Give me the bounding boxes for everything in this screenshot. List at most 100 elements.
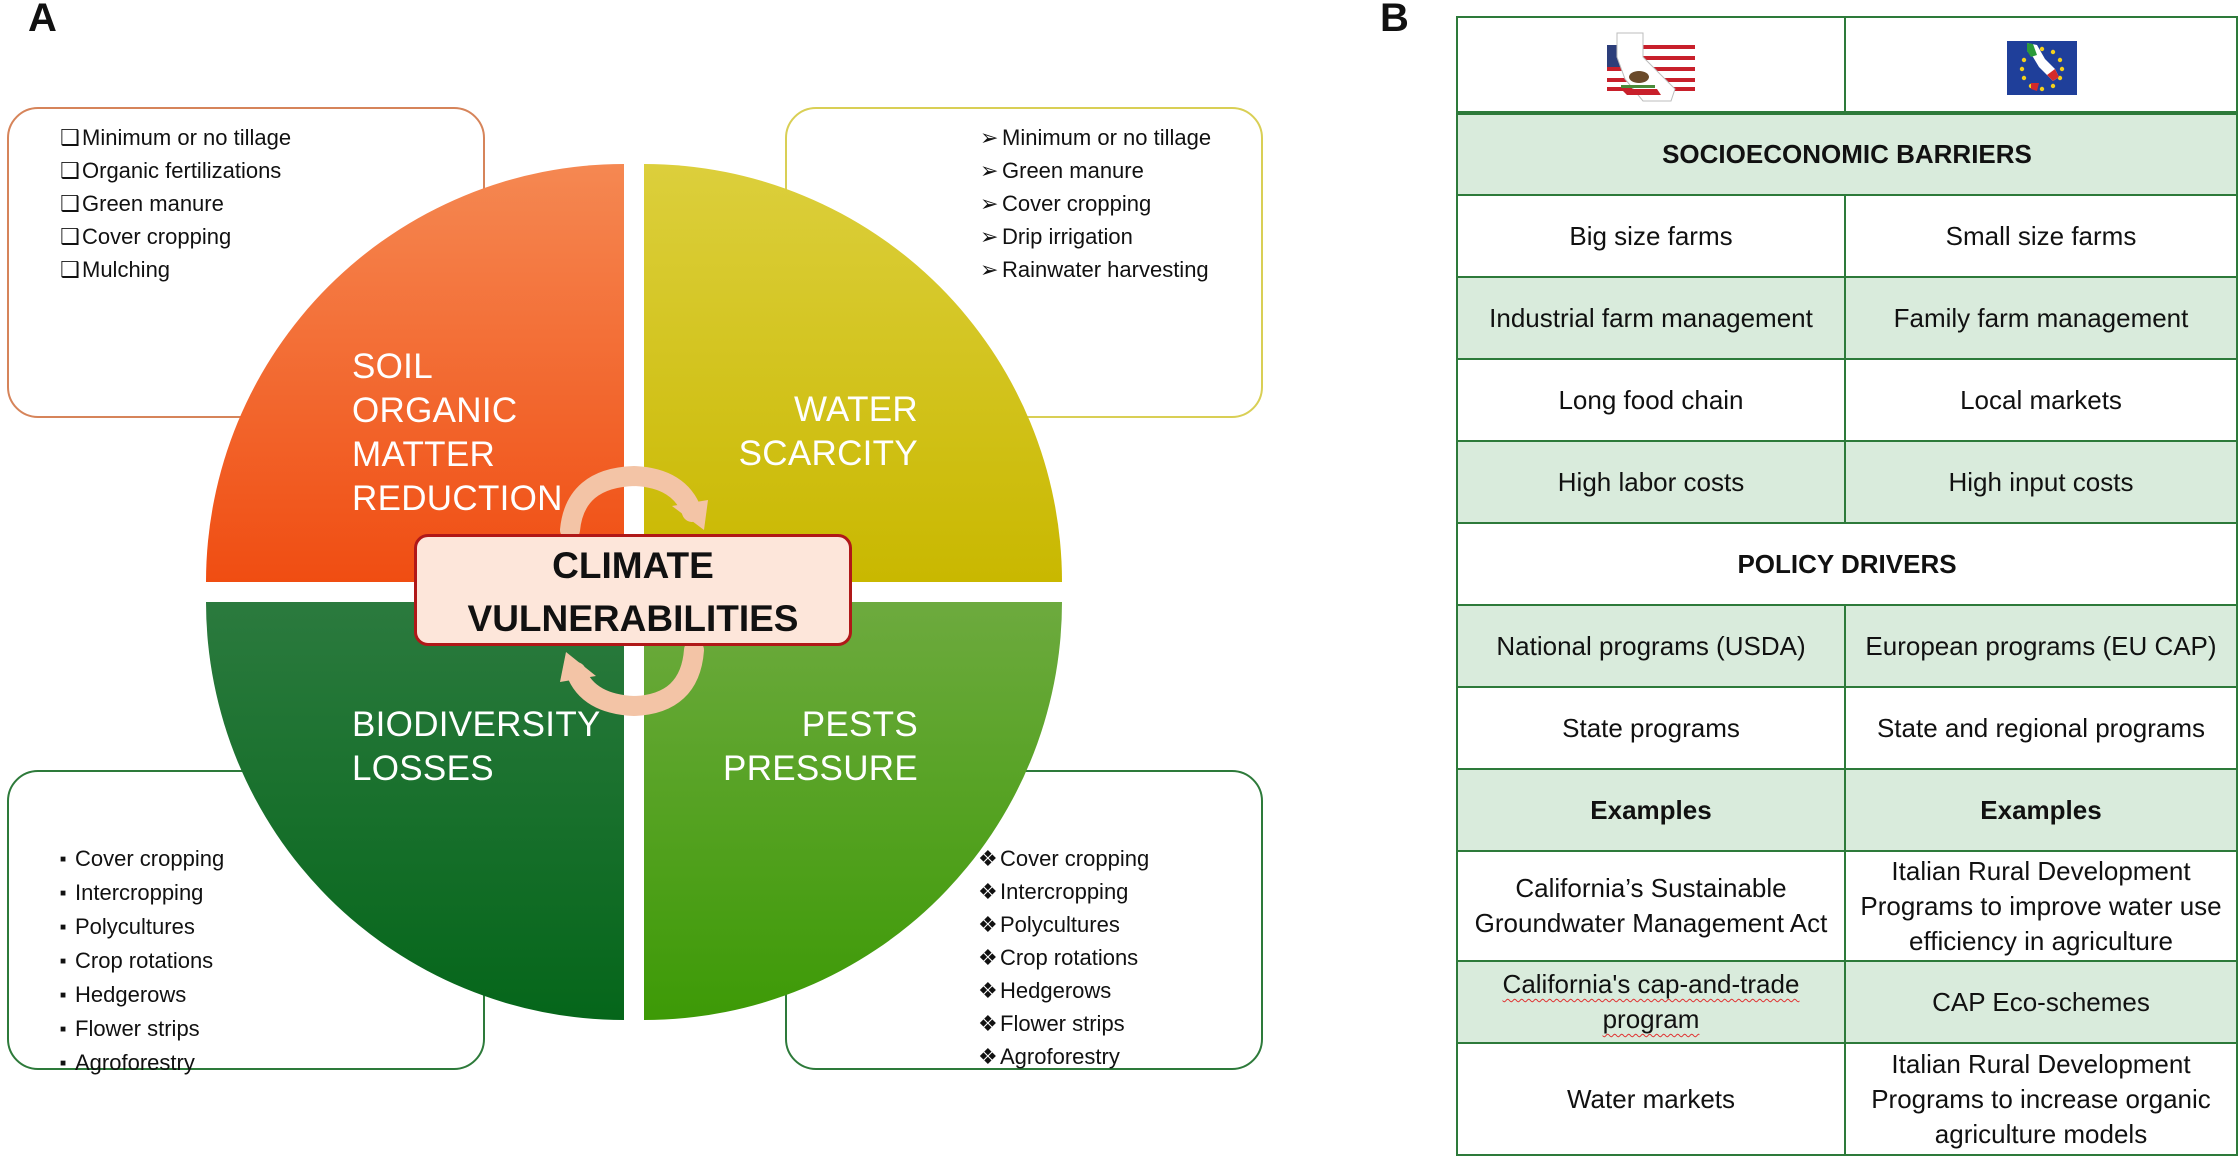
list-item-label: Cover cropping (75, 846, 225, 871)
bullet-icon: ■ (60, 1024, 67, 1035)
section-header-row: SOCIOECONOMIC BARRIERS (1456, 112, 2238, 196)
bullet-icon: ❖ (978, 1011, 998, 1036)
list-item: ➢Cover cropping (980, 187, 1211, 220)
table-cell: California's cap-and-trade program (1456, 960, 1846, 1044)
table-cell: California’s Sustainable Groundwater Man… (1456, 850, 1846, 962)
table-cell: Local markets (1844, 358, 2238, 442)
list-item: ■ Cover cropping (58, 842, 224, 876)
list-item: ➢Minimum or no tillage (980, 121, 1211, 154)
list-item: ❖Crop rotations (978, 941, 1149, 974)
list-item-label: Polycultures (75, 914, 195, 939)
list-item-label: Flower strips (75, 1016, 200, 1041)
table-cell: Water markets (1456, 1042, 1846, 1156)
list-item-label: Flower strips (1000, 1011, 1125, 1036)
italy-eu-flag-icon (2007, 40, 2077, 95)
table-cell: High input costs (1844, 440, 2238, 524)
bullet-icon: ■ (60, 1058, 67, 1069)
table-cell: State programs (1456, 686, 1846, 770)
pests-practices-list: ❖Cover cropping❖Intercropping❖Polycultur… (978, 842, 1149, 1073)
examples-header-right: Examples (1844, 768, 2238, 852)
flag-header-row (1456, 16, 2238, 115)
examples-header-row: Examples Examples (1456, 768, 2238, 852)
bullet-icon: ❖ (978, 879, 998, 904)
table-cell: Italian Rural Development Programs to im… (1844, 850, 2238, 962)
list-item-label: Hedgerows (75, 982, 187, 1007)
examples-header-left: Examples (1456, 768, 1846, 852)
bullet-icon: ■ (60, 990, 67, 1001)
bullet-icon: ➢ (980, 125, 999, 150)
usa-california-flag-cell (1456, 16, 1846, 115)
table-cell: Italian Rural Development Programs to in… (1844, 1042, 2238, 1156)
soil-sector (206, 164, 624, 582)
bullet-icon: ❖ (978, 912, 998, 937)
bullet-icon: ■ (60, 888, 67, 899)
bullet-icon: ❑ (60, 224, 80, 249)
list-item: ➢Drip irrigation (980, 220, 1211, 253)
panel-label-a: A (28, 0, 57, 40)
list-item: ❑Cover cropping (60, 220, 291, 253)
bullet-icon: ❑ (60, 257, 80, 282)
list-item: ❖Hedgerows (978, 974, 1149, 1007)
cap-and-trade-text: California's cap-and-trade program (1502, 969, 1800, 1034)
bullet-icon: ❑ (60, 125, 80, 150)
bullet-icon: ❖ (978, 846, 998, 871)
bullet-icon: ❑ (60, 158, 80, 183)
section-socioeconomic-barriers: SOCIOECONOMIC BARRIERS (1456, 112, 2238, 196)
list-item-label: Organic fertilizations (82, 158, 282, 183)
list-item-label: Hedgerows (1000, 978, 1112, 1003)
pests-sector (644, 602, 1062, 1020)
cycle-arrow-bottom-icon (560, 640, 704, 717)
biodiversity-sector (206, 602, 624, 1020)
bullet-icon: ➢ (980, 224, 999, 249)
table-cell: CAP Eco-schemes (1844, 960, 2238, 1044)
list-item: ■ Flower strips (58, 1012, 224, 1046)
list-item: ■ Polycultures (58, 910, 224, 944)
bullet-icon: ❖ (978, 1044, 998, 1069)
bullet-icon: ■ (60, 854, 67, 865)
water-sector (644, 164, 1062, 582)
table-cell: Small size farms (1844, 194, 2238, 278)
biodiversity-practices-list: ■Cover cropping■Intercropping■Polycultur… (58, 842, 224, 1080)
section-header-row: POLICY DRIVERS (1456, 522, 2238, 606)
bullet-icon: ➢ (980, 257, 999, 282)
table-cell: High labor costs (1456, 440, 1846, 524)
list-item-label: Agroforestry (1000, 1044, 1120, 1069)
table-row: Water markets Italian Rural Development … (1456, 1042, 2238, 1156)
list-item-label: Cover cropping (82, 224, 232, 249)
list-item: ❖Flower strips (978, 1007, 1149, 1040)
list-item-label: Intercropping (1000, 879, 1129, 904)
section-policy-drivers: POLICY DRIVERS (1456, 522, 2238, 606)
bullet-icon: ❑ (60, 191, 80, 216)
list-item-label: Cover cropping (1000, 846, 1150, 871)
list-item: ■Agroforestry (58, 1046, 224, 1080)
list-item: ❑Minimum or no tillage (60, 121, 291, 154)
list-item-label: Rainwater harvesting (1002, 257, 1209, 282)
table-cell: Industrial farm management (1456, 276, 1846, 360)
table-cell: State and regional programs (1844, 686, 2238, 770)
table-row: State programs State and regional progra… (1456, 686, 2238, 770)
table-row: National programs (USDA) European progra… (1456, 604, 2238, 688)
soil-practices-list: ❑Minimum or no tillage❑Organic fertiliza… (60, 121, 291, 286)
cycle-arrow-top-icon (560, 465, 708, 540)
list-item: ■ Crop rotations (58, 944, 224, 978)
list-item-label: Crop rotations (75, 948, 214, 973)
table-row: California’s Sustainable Groundwater Man… (1456, 850, 2238, 962)
bullet-icon: ■ (60, 956, 67, 967)
bullet-icon: ■ (60, 922, 67, 933)
table-cell: Big size farms (1456, 194, 1846, 278)
list-item-label: Crop rotations (1000, 945, 1139, 970)
table-row: High labor costs High input costs (1456, 440, 2238, 524)
list-item: ❖Agroforestry (978, 1040, 1149, 1073)
bullet-icon: ❖ (978, 978, 998, 1003)
list-item: ❑Organic fertilizations (60, 154, 291, 187)
list-item: ❑Mulching (60, 253, 291, 286)
list-item-label: Cover cropping (1002, 191, 1152, 216)
panel-label-b: B (1380, 0, 1409, 40)
list-item: ❖Cover cropping (978, 842, 1149, 875)
table-row: Industrial farm management Family farm m… (1456, 276, 2238, 360)
table-row: Long food chain Local markets (1456, 358, 2238, 442)
